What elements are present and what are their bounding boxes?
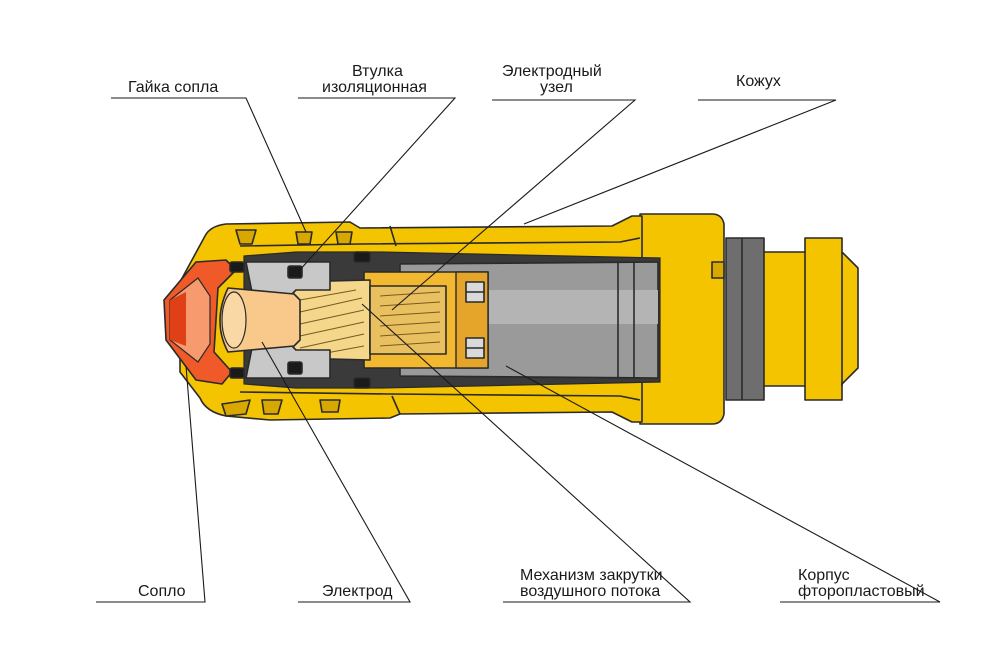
collar <box>639 213 725 425</box>
label-body-2: фторопластовый <box>798 583 925 600</box>
leader-sleeve <box>297 97 457 273</box>
leader-body <box>505 365 941 603</box>
label-electrode-unit-1: Электродный <box>502 63 602 80</box>
label-body-1: Корпус <box>798 567 850 584</box>
leader-nut <box>111 97 307 233</box>
label-sleeve-2: изоляционная <box>322 79 427 96</box>
label-swirl-1: Механизм закрутки <box>520 567 663 584</box>
label-sleeve-1: Втулка <box>352 63 403 80</box>
leader-swirl <box>361 303 692 603</box>
label-casing: Кожух <box>736 73 781 90</box>
label-electrode: Электрод <box>322 583 393 600</box>
leader-nozzle <box>96 365 206 603</box>
torch-drawing <box>163 213 859 425</box>
swirl-mechanism <box>291 279 447 361</box>
label-nozzle: Сопло <box>138 583 186 600</box>
leader-electrode-unit <box>391 99 637 311</box>
labels: Гайка сопла Втулка изоляционная Электрод… <box>128 63 925 600</box>
rear-ring <box>725 237 765 401</box>
label-swirl-2: воздушного потока <box>520 583 660 600</box>
leader-electrode <box>261 341 411 603</box>
label-electrode-unit-2: узел <box>540 79 573 96</box>
rear-connector <box>761 237 859 401</box>
label-nut: Гайка сопла <box>128 79 218 96</box>
leader-lines <box>96 97 941 603</box>
leader-casing <box>523 99 837 225</box>
